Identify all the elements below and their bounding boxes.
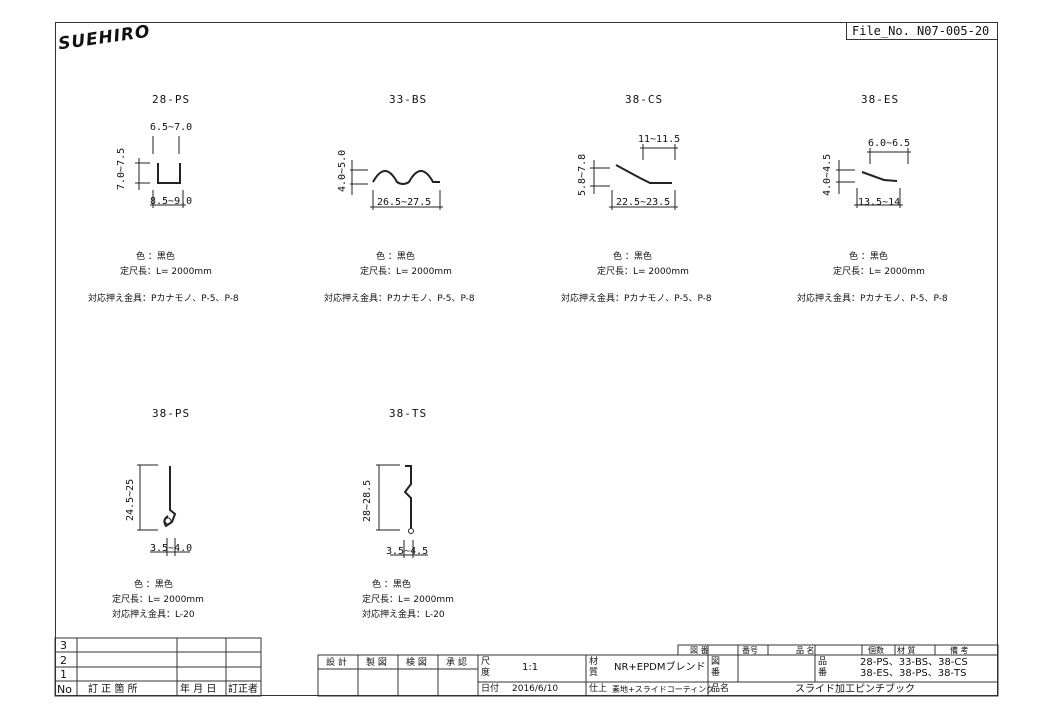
dim-38ps-bottom: 3.5~4.0 bbox=[150, 543, 193, 554]
tb-date: 2016/6/10 bbox=[512, 684, 559, 694]
part-title-38es: 38-ES bbox=[861, 93, 900, 106]
dim-38ts-bottom: 3.5~4.5 bbox=[386, 546, 429, 557]
rev-header-no: No bbox=[57, 683, 72, 696]
tb-check: 検 図 bbox=[406, 658, 427, 668]
profile-38cs bbox=[590, 144, 678, 210]
spec-color: 色 ：黒色 bbox=[613, 252, 652, 262]
profile-33bs bbox=[350, 160, 443, 210]
spec-38ts: 色 ：黒色 定尺長：L= 2000mm 対応押え金具：L-20 bbox=[362, 578, 522, 623]
tb-name: スライド加工ピンチブック bbox=[795, 684, 915, 695]
tb-draft: 製 図 bbox=[366, 658, 387, 668]
tb-hdr-remarks: 備 考 bbox=[950, 646, 969, 655]
dim-28ps-top: 6.5~7.0 bbox=[150, 122, 193, 133]
file-number: File_No. N07-005-20 bbox=[846, 22, 998, 40]
part-title-38ps: 38-PS bbox=[152, 407, 191, 420]
spec-length: 定尺長：L= 2000mm bbox=[833, 267, 925, 277]
tb-finish-label: 仕上 bbox=[589, 684, 608, 694]
profile-38es bbox=[836, 148, 911, 208]
holder-33bs: 対応押え金具：Pカナモノ、P-5、P-8 bbox=[324, 294, 475, 304]
profile-38ts bbox=[376, 464, 428, 558]
spec-33bs: 色 ：黒色 定尺長：L= 2000mm bbox=[360, 250, 520, 280]
rev-row-2: 2 bbox=[60, 654, 67, 667]
dim-33bs-bottom: 26.5~27.5 bbox=[377, 197, 432, 208]
spec-holder: 対応押え金具：L-20 bbox=[112, 610, 195, 620]
rev-header-date: 年 月 日 bbox=[180, 684, 217, 695]
tb-scale: 1:1 bbox=[522, 662, 539, 673]
spec-38ps: 色 ：黒色 定尺長：L= 2000mm 対応押え金具：L-20 bbox=[112, 578, 272, 623]
part-title-38ts: 38-TS bbox=[389, 407, 428, 420]
spec-length: 定尺長：L= 2000mm bbox=[112, 595, 204, 605]
spec-38cs: 色 ：黒色 定尺長：L= 2000mm bbox=[597, 250, 757, 280]
dim-38cs-bottom: 22.5~23.5 bbox=[616, 197, 671, 208]
holder-28ps: 対応押え金具：Pカナモノ、P-5、P-8 bbox=[88, 294, 239, 304]
spec-color: 色 ：黒色 bbox=[134, 580, 173, 590]
tb-material-label: 材 質 bbox=[589, 657, 599, 678]
part-title-38cs: 38-CS bbox=[625, 93, 664, 106]
spec-length: 定尺長：L= 2000mm bbox=[362, 595, 454, 605]
tb-material: NR+EPDMブレンド bbox=[614, 662, 706, 673]
tb-part-numbers-1: 28-PS、33-BS、38-CS bbox=[860, 657, 968, 668]
dim-28ps-bottom: 8.5~9.0 bbox=[150, 196, 193, 207]
spec-color: 色 ：黒色 bbox=[376, 252, 415, 262]
rev-row-3: 3 bbox=[60, 639, 67, 652]
rev-row-1: 1 bbox=[60, 668, 67, 681]
profile-38ps bbox=[137, 464, 190, 556]
profile-28ps bbox=[135, 136, 186, 208]
tb-hdr-name: 品 名 bbox=[796, 646, 815, 655]
spec-38es: 色 ：黒色 定尺長：L= 2000mm bbox=[833, 250, 993, 280]
holder-38cs: 対応押え金具：Pカナモノ、P-5、P-8 bbox=[561, 294, 712, 304]
rev-header-place: 訂 正 箇 所 bbox=[88, 684, 138, 695]
tb-hdr-qty: 個数 bbox=[868, 646, 884, 655]
part-title-33bs: 33-BS bbox=[389, 93, 428, 106]
spec-length: 定尺長：L= 2000mm bbox=[597, 267, 689, 277]
tb-hdr-number: 番号 bbox=[742, 646, 758, 655]
tb-date-label: 日付 bbox=[481, 684, 500, 694]
spec-color: 色 ：黒色 bbox=[136, 252, 175, 262]
dim-38cs-top: 11~11.5 bbox=[638, 134, 681, 145]
tb-drawing-no-label: 図 番 bbox=[711, 657, 721, 678]
tb-approve: 承 認 bbox=[446, 658, 467, 668]
tb-hdr-material: 材 質 bbox=[897, 646, 916, 655]
rev-header-by: 訂正者 bbox=[228, 684, 258, 695]
tb-name-label: 品名 bbox=[711, 684, 730, 694]
dim-38es-bottom: 13.5~14 bbox=[858, 197, 901, 208]
tb-part-numbers-2: 38-ES、38-PS、38-TS bbox=[860, 668, 967, 679]
holder-38es: 対応押え金具：Pカナモノ、P-5、P-8 bbox=[797, 294, 948, 304]
spec-color: 色 ：黒色 bbox=[372, 580, 411, 590]
part-title-28ps: 28-PS bbox=[152, 93, 191, 106]
spec-holder: 対応押え金具：L-20 bbox=[362, 610, 445, 620]
tb-design: 設 計 bbox=[326, 658, 347, 668]
spec-length: 定尺長：L= 2000mm bbox=[120, 267, 212, 277]
tb-finish: 素地+スライドコーティング bbox=[612, 685, 715, 694]
tb-part-no-label: 品 番 bbox=[818, 657, 828, 678]
spec-color: 色 ：黒色 bbox=[849, 252, 888, 262]
tb-hdr-drawing: 図 番 bbox=[690, 646, 709, 655]
spec-length: 定尺長：L= 2000mm bbox=[360, 267, 452, 277]
dim-38es-top: 6.0~6.5 bbox=[868, 138, 911, 149]
spec-28ps: 色 ：黒色 定尺長：L= 2000mm bbox=[120, 250, 280, 280]
tb-scale-label: 尺 度 bbox=[481, 657, 491, 678]
